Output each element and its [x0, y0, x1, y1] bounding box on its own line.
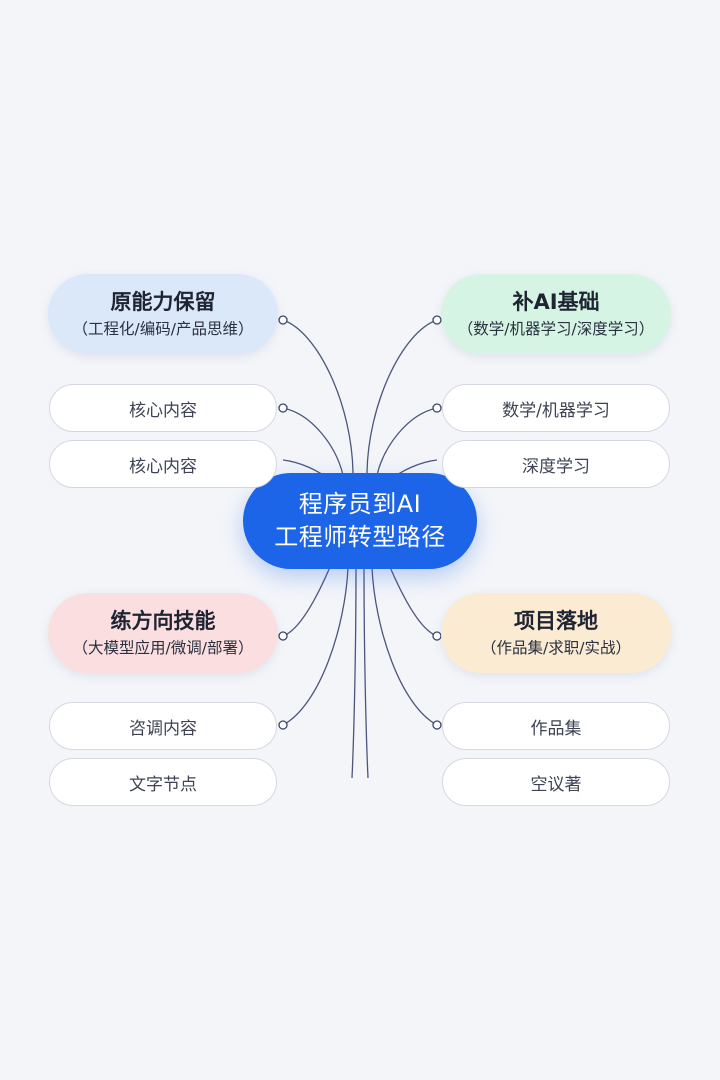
branch-node-retain-skills[interactable]: 原能力保留 （工程化/编码/产品思维） — [48, 274, 278, 354]
leaf-node[interactable]: 深度学习 — [442, 440, 670, 488]
leaf-node[interactable]: 作品集 — [442, 702, 670, 750]
center-title-line-2: 工程师转型路径 — [274, 523, 446, 551]
branch-title: 原能力保留 — [110, 290, 216, 314]
connector-dot — [278, 403, 288, 413]
connector-to-branch-1 — [282, 319, 354, 474]
leaf-node[interactable]: 文字节点 — [49, 758, 277, 806]
connector-dot — [432, 315, 442, 325]
branch-title: 练方向技能 — [110, 609, 216, 633]
connector-to-leaf-2-1 — [376, 407, 438, 476]
center-title-line-1: 程序员到AI — [298, 490, 422, 518]
branch-node-project-delivery[interactable]: 项目落地 （作品集/求职/实战） — [441, 593, 671, 673]
leaf-node[interactable]: 核心内容 — [49, 440, 277, 488]
branch-title: 补AI基础 — [512, 290, 600, 314]
connector-to-leaf-4-1 — [371, 567, 438, 726]
branch-subtitle: （工程化/编码/产品思维） — [72, 320, 254, 338]
connector-to-branch-3 — [282, 559, 334, 637]
leaf-node[interactable]: 空议著 — [442, 758, 670, 806]
branch-node-ai-fundamentals[interactable]: 补AI基础 （数学/机器学习/深度学习） — [441, 274, 671, 354]
leaf-node[interactable]: 咨调内容 — [49, 702, 277, 750]
connector-to-leaf-4-2 — [363, 568, 369, 779]
branch-subtitle: （数学/机器学习/深度学习） — [457, 320, 655, 338]
leaf-node[interactable]: 核心内容 — [49, 384, 277, 432]
connector-to-branch-2 — [366, 319, 438, 474]
connector-dot — [432, 720, 442, 730]
branch-node-direction-skills[interactable]: 练方向技能 （大模型应用/微调/部署） — [48, 593, 278, 673]
connector-dot — [278, 631, 288, 641]
connector-dot — [432, 631, 442, 641]
connector-dot — [278, 720, 288, 730]
connector-to-leaf-1-1 — [282, 407, 344, 476]
branch-title: 项目落地 — [514, 609, 598, 633]
leaf-node[interactable]: 数学/机器学习 — [442, 384, 670, 432]
connector-to-leaf-3-1 — [282, 567, 349, 726]
connector-to-branch-4 — [386, 559, 438, 637]
branch-subtitle: （作品集/求职/实战） — [481, 639, 631, 657]
branch-subtitle: （大模型应用/微调/部署） — [72, 639, 254, 657]
connector-dot — [432, 403, 442, 413]
connector-dot — [278, 315, 288, 325]
connector-to-leaf-3-2 — [351, 568, 357, 779]
center-node[interactable]: 程序员到AI 工程师转型路径 — [243, 473, 477, 569]
